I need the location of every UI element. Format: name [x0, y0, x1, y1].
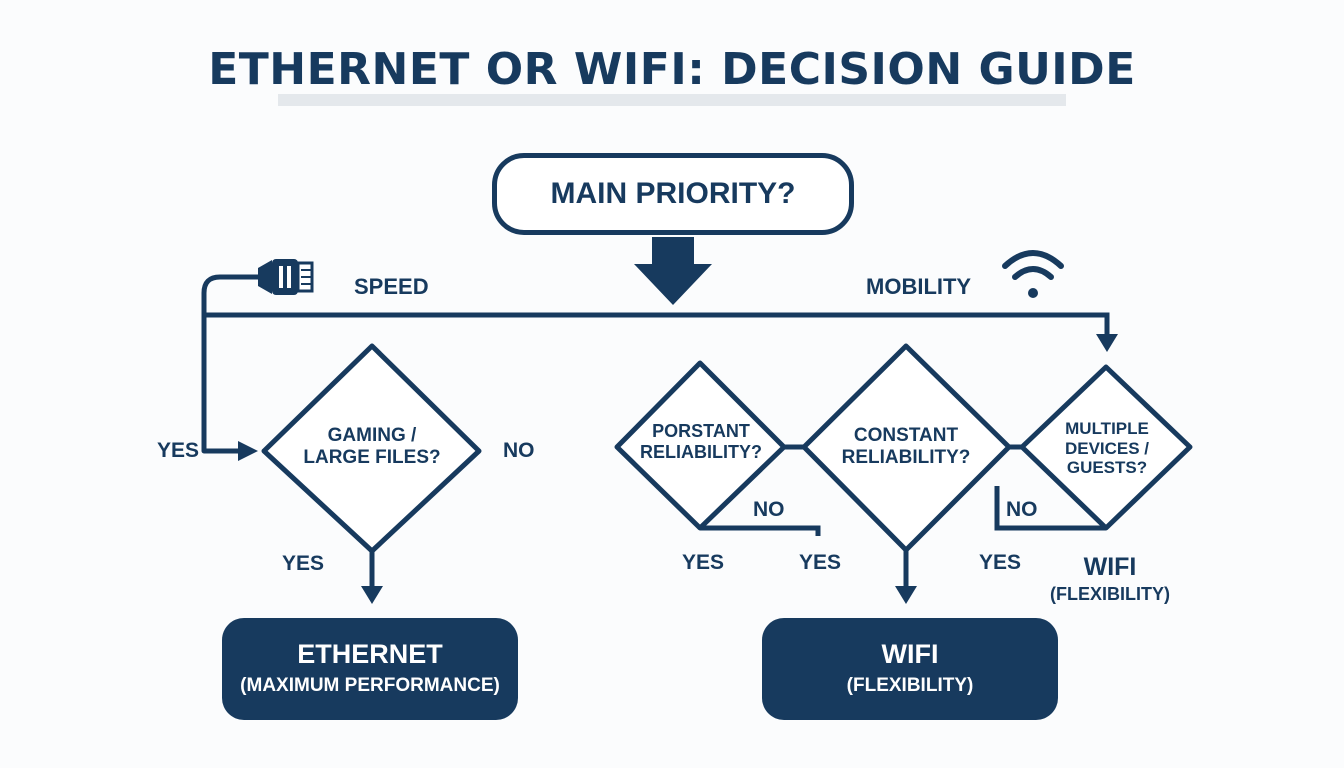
edge-label-no-multiple: NO	[1006, 498, 1038, 521]
title-underline	[278, 94, 1066, 106]
start-node-main-priority: MAIN PRIORITY?	[492, 153, 854, 235]
yes-gaming-arrowhead	[361, 586, 383, 604]
outcome-wifi-main: WIFI	[881, 638, 939, 669]
outcome-ethernet-main: ETHERNET	[297, 638, 443, 669]
branch-label-mobility: MOBILITY	[866, 274, 972, 299]
edge-label-no-porstant: NO	[753, 498, 785, 521]
decision-multiple-line1: MULTIPLE	[1065, 419, 1149, 438]
outcome-wifi-side-main: WIFI	[1083, 553, 1137, 581]
main-down-arrow	[634, 237, 712, 305]
yes-constant-arrowhead	[895, 586, 917, 604]
edge-label-yes-porstant: YES	[682, 551, 725, 574]
outcome-ethernet-sub: (MAXIMUM PERFORMANCE)	[240, 674, 500, 696]
edge-label-yes-left: YES	[157, 439, 200, 462]
edge-label-yes-gaming: YES	[282, 552, 325, 575]
decision-gaming-label: GAMING / LARGE FILES?	[272, 425, 472, 469]
outcome-wifi-sub: (FLEXIBILITY)	[846, 674, 974, 696]
decision-constant-line2: RELIABILITY?	[841, 446, 971, 468]
decision-porstant-line1: PORSTANT	[652, 421, 750, 441]
decision-constant-line1: CONSTANT	[853, 425, 959, 446]
edge-label-yes-constant: YES	[799, 551, 842, 574]
decision-multiple-line2: DEVICES /	[1064, 438, 1150, 458]
edge-label-no-gaming: NO	[503, 439, 535, 462]
decision-multiple-line3: GUESTS?	[1066, 458, 1148, 478]
outcome-wifi-side-sub: (FLEXIBILITY)	[1050, 583, 1170, 604]
wifi-icon	[1002, 250, 1064, 298]
no-porstant-line	[700, 525, 821, 536]
outcome-wifi-box: WIFI (FLEXIBILITY)	[762, 618, 1058, 720]
branch-arrowhead-right	[1096, 334, 1118, 352]
branch-label-speed: SPEED	[354, 274, 429, 299]
decision-porstant-label: PORSTANT RELIABILITY?	[630, 421, 772, 462]
edge-label-yes-multiple: YES	[979, 551, 1022, 574]
page-title: ETHERNET OR WIFI: DECISION GUIDE	[208, 44, 1136, 95]
branch-line	[204, 312, 1110, 340]
decision-porstant-line2: RELIABILITY?	[640, 441, 762, 462]
decision-constant-label: CONSTANT RELIABILITY?	[816, 425, 996, 469]
yes-left-arrowhead	[238, 441, 258, 461]
decision-gaming-line2: LARGE FILES?	[303, 446, 441, 468]
ethernet-plug-icon	[258, 259, 314, 295]
outcome-wifi-side: WIFI (FLEXIBILITY)	[1040, 553, 1180, 604]
decision-gaming-line1: GAMING /	[327, 425, 417, 446]
ethernet-cable-line	[201, 274, 258, 454]
decision-multiple-label: MULTIPLE DEVICES / GUESTS?	[1040, 419, 1174, 478]
outcome-ethernet-box: ETHERNET (MAXIMUM PERFORMANCE)	[222, 618, 518, 720]
no-multiple-line	[994, 486, 1106, 531]
